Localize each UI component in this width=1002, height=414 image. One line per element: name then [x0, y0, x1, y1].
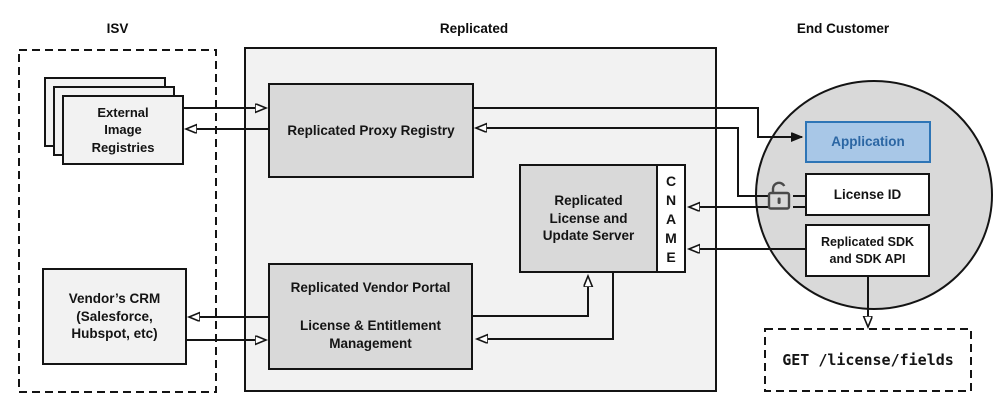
cname-letter: E [666, 248, 676, 265]
node-replicated-sdk: Replicated SDK and SDK API [805, 224, 930, 277]
cname-letter: N [665, 191, 677, 208]
unlocked-padlock-icon [762, 177, 796, 215]
isv-dashed-box [18, 49, 217, 393]
column-title-end-customer: End Customer [796, 21, 890, 36]
node-application: Application [805, 121, 931, 163]
arrow-portal-to-license-server [473, 276, 588, 317]
get-license-fields-label: GET /license/fields [782, 351, 954, 369]
cname-letter: M [665, 229, 677, 246]
node-replicated-vendor-portal: Replicated Vendor Portal License & Entit… [268, 263, 473, 370]
node-replicated-proxy-registry: Replicated Proxy Registry [268, 83, 474, 178]
node-license-id: License ID [805, 173, 930, 216]
column-title-replicated: Replicated [439, 21, 509, 36]
cname-letter: A [665, 210, 677, 227]
node-vendors-crm: Vendor’s CRM (Salesforce, Hubspot, etc) [42, 268, 187, 365]
get-license-fields-dashed-box [764, 328, 972, 392]
arrow-proxy-to-application [474, 107, 802, 137]
cname-letter: C [665, 172, 677, 189]
node-replicated-license-update-server: Replicated License and Update Server [519, 164, 657, 273]
node-external-image-registries: External Image Registries [62, 95, 184, 165]
arrow-license-server-to-portal [477, 273, 614, 339]
node-cname-strip: C N A M E [656, 164, 686, 273]
arrow-license-id-to-proxy [476, 128, 768, 197]
column-title-isv: ISV [106, 21, 129, 36]
